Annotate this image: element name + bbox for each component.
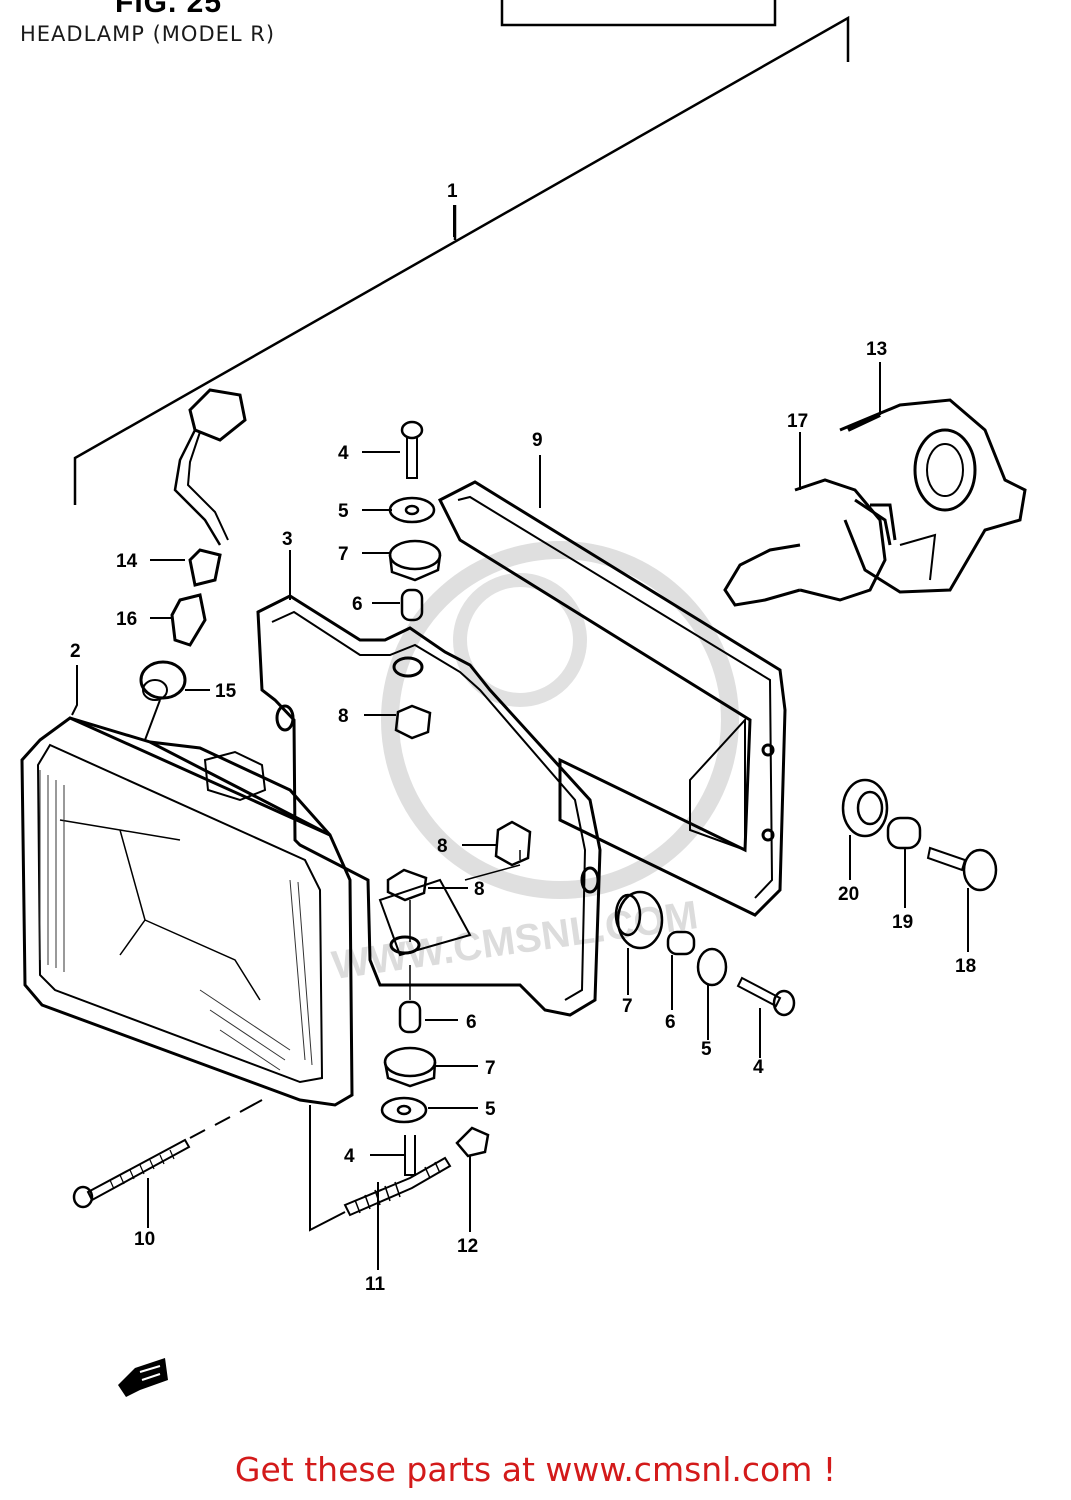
callout-7-bottom: 7	[485, 1058, 496, 1079]
watermark: WWW.CMSNL.COM	[329, 541, 739, 988]
position-lamp-wiring	[139, 388, 247, 701]
callout-14: 14	[116, 551, 138, 572]
callout-7-right: 7	[622, 996, 633, 1017]
callout-20: 20	[838, 884, 859, 905]
headlamp-housing	[256, 594, 602, 1017]
callout-12: 12	[457, 1236, 478, 1257]
callout-7-top: 7	[338, 544, 349, 565]
callout-6-right: 6	[665, 1012, 676, 1033]
headlamp-bulb	[723, 478, 897, 607]
callout-1: 1	[447, 181, 458, 202]
callout-9: 9	[532, 430, 543, 451]
callout-19: 19	[892, 912, 913, 933]
assembly-bracket	[73, 15, 850, 505]
hardware-parts	[72, 420, 998, 1217]
callout-15: 15	[215, 681, 237, 702]
callout-3: 3	[282, 529, 293, 550]
headlamp-unit	[20, 716, 354, 1107]
callout-labels: 1 2 3 4 5 7 6 8 8 8 9 13 17 14 16 15 20 …	[70, 181, 976, 1295]
callout-13: 13	[866, 339, 887, 360]
callout-6-top: 6	[352, 594, 363, 615]
callout-8-top: 8	[338, 706, 349, 727]
fwd-arrow-icon	[118, 1358, 168, 1397]
top-box-fragment	[500, 0, 777, 27]
callout-16: 16	[116, 609, 137, 630]
callout-4-right: 4	[753, 1057, 764, 1078]
callout-8-low: 8	[474, 879, 485, 900]
callout-4-top: 4	[338, 443, 349, 464]
footer-link-text[interactable]: Get these parts at www.cmsnl.com !	[234, 1450, 837, 1489]
watermark-text: WWW.CMSNL.COM	[329, 893, 700, 988]
callout-5-right: 5	[701, 1039, 712, 1060]
bulb-socket-cover	[839, 398, 1027, 594]
leader-lines	[71, 205, 969, 1270]
callout-10: 10	[134, 1229, 155, 1250]
callout-2: 2	[70, 641, 81, 662]
callout-17: 17	[787, 411, 808, 432]
callout-11: 11	[365, 1274, 386, 1295]
callout-6-bottom: 6	[466, 1012, 477, 1033]
callout-5-bottom: 5	[485, 1099, 496, 1120]
callout-8-mid: 8	[437, 836, 448, 857]
figure-label: FIG. 25	[115, 0, 223, 19]
callout-4-bottom: 4	[344, 1146, 355, 1167]
callout-5-top: 5	[338, 501, 349, 522]
callout-18: 18	[955, 956, 976, 977]
page-title: HEADLAMP (MODEL R)	[20, 22, 276, 46]
headlamp-rim	[437, 480, 787, 917]
